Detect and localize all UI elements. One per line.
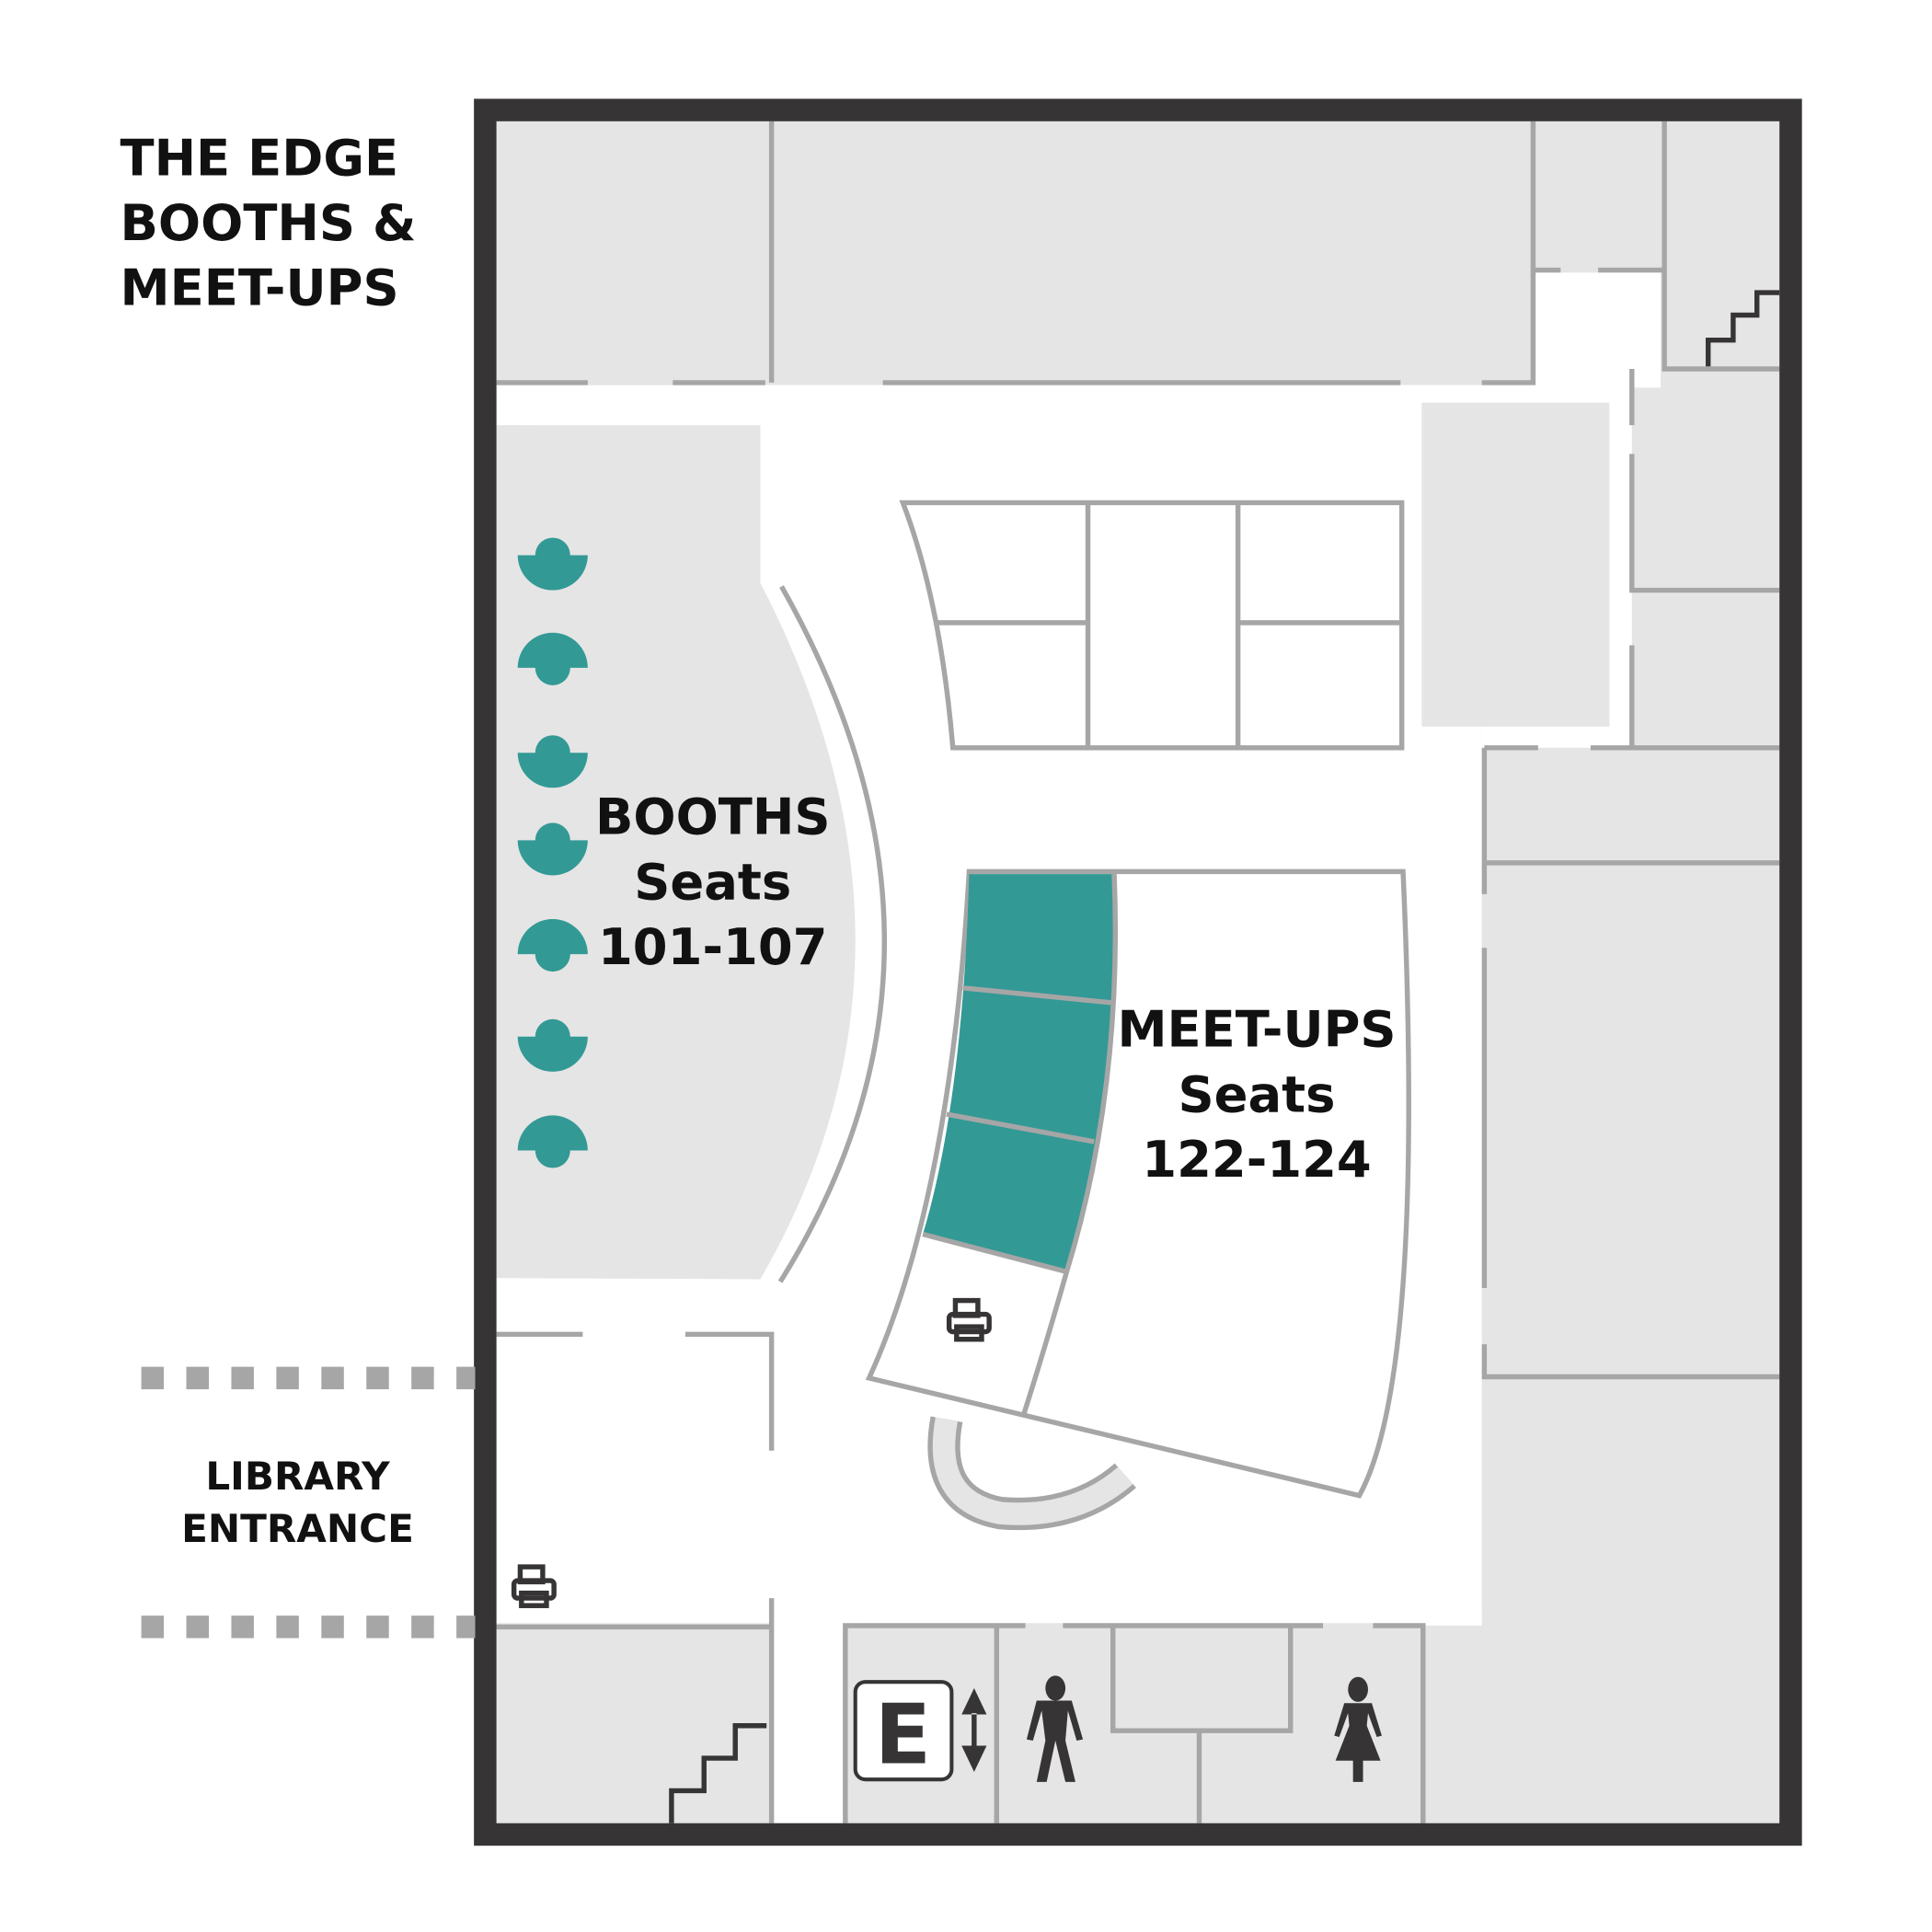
entrance-markers [141, 1366, 476, 1639]
partitions [496, 121, 1780, 1823]
womens-restroom-icon [1334, 1676, 1382, 1782]
meetups-label: MEET-UPS [1117, 1001, 1396, 1059]
map-title-line2: BOOTHS & [120, 194, 416, 252]
right-room [1421, 402, 1610, 727]
booth-seat[interactable] [517, 537, 588, 591]
booth-seat[interactable] [517, 632, 588, 685]
booth-seat[interactable] [517, 1018, 588, 1072]
elevator-icon: E [853, 1680, 987, 1784]
building-outer-wall [474, 98, 1802, 1846]
meetups-seat-range: 122-124 [1142, 1131, 1372, 1189]
booths-curved-partition [777, 585, 887, 1283]
meetup-seats-highlight [923, 874, 1116, 1272]
map-title-line1: THE EDGE [120, 129, 398, 187]
study-rooms [899, 500, 1405, 751]
mens-restroom-icon [1026, 1675, 1084, 1782]
meetups-seats-label: Seats [1178, 1065, 1335, 1123]
booths-label: BOOTHS [595, 788, 831, 846]
stairs-icon [669, 1723, 767, 1823]
booths-seat-range: 101-107 [598, 918, 828, 976]
stairs-icon [1705, 290, 1780, 367]
entrance-label-line2: ENTRANCE [181, 1506, 414, 1551]
meetups-area [865, 868, 1411, 1531]
booths-seats-label: Seats [634, 853, 791, 911]
printer-icon [511, 1564, 557, 1608]
printer-icon [946, 1297, 992, 1342]
booths-area [496, 425, 856, 1280]
booth-seats [517, 537, 588, 1168]
map-title-line3: MEET-UPS [120, 259, 398, 317]
entrance-label-line1: LIBRARY [205, 1454, 390, 1499]
booth-seat[interactable] [517, 919, 588, 972]
booth-seat[interactable] [517, 822, 588, 876]
elevator-letter: E [875, 1688, 931, 1784]
booth-seat[interactable] [517, 1115, 588, 1168]
booth-seat[interactable] [517, 735, 588, 788]
